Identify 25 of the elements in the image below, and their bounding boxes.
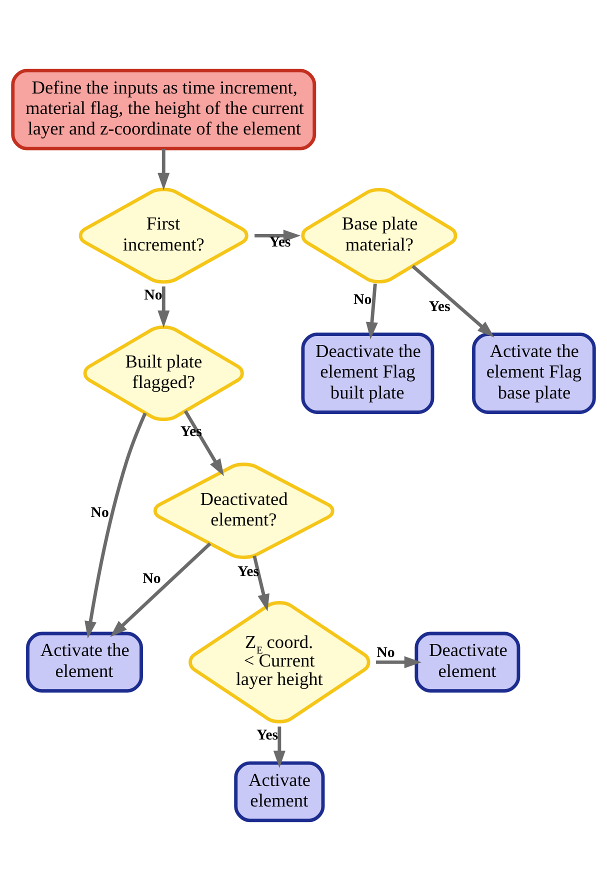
arrow bbox=[273, 726, 286, 768]
arrow bbox=[376, 656, 422, 668]
edge-label: No bbox=[376, 644, 395, 661]
arrow bbox=[158, 148, 170, 190]
arrow bbox=[110, 542, 212, 638]
edge-label: No bbox=[142, 571, 161, 588]
arrow bbox=[184, 410, 224, 476]
node-box: Deactivate the element Flag built plate bbox=[301, 332, 434, 414]
arrow bbox=[252, 556, 270, 612]
edge-label: Yes bbox=[256, 728, 278, 744]
arrow bbox=[158, 286, 170, 328]
node-box: Define the inputs as time increment, material flag, the height of the current layer and z-coordinate of the element bbox=[11, 68, 316, 150]
arrow bbox=[254, 230, 301, 242]
node-box: Activate element bbox=[234, 761, 325, 822]
arrow bbox=[366, 284, 378, 340]
edge-label: No bbox=[144, 287, 162, 304]
edge-label: Yes bbox=[269, 234, 291, 250]
edge-label: Yes bbox=[428, 299, 450, 316]
edge-label: No bbox=[354, 292, 372, 308]
arrow bbox=[412, 264, 494, 338]
node-box: Activate the element bbox=[26, 632, 143, 693]
node-box: Deactivate element bbox=[414, 632, 520, 693]
node-box: Activate the element Flag base plate bbox=[472, 332, 596, 414]
arrow bbox=[84, 412, 147, 638]
edge-label: No bbox=[90, 504, 109, 521]
